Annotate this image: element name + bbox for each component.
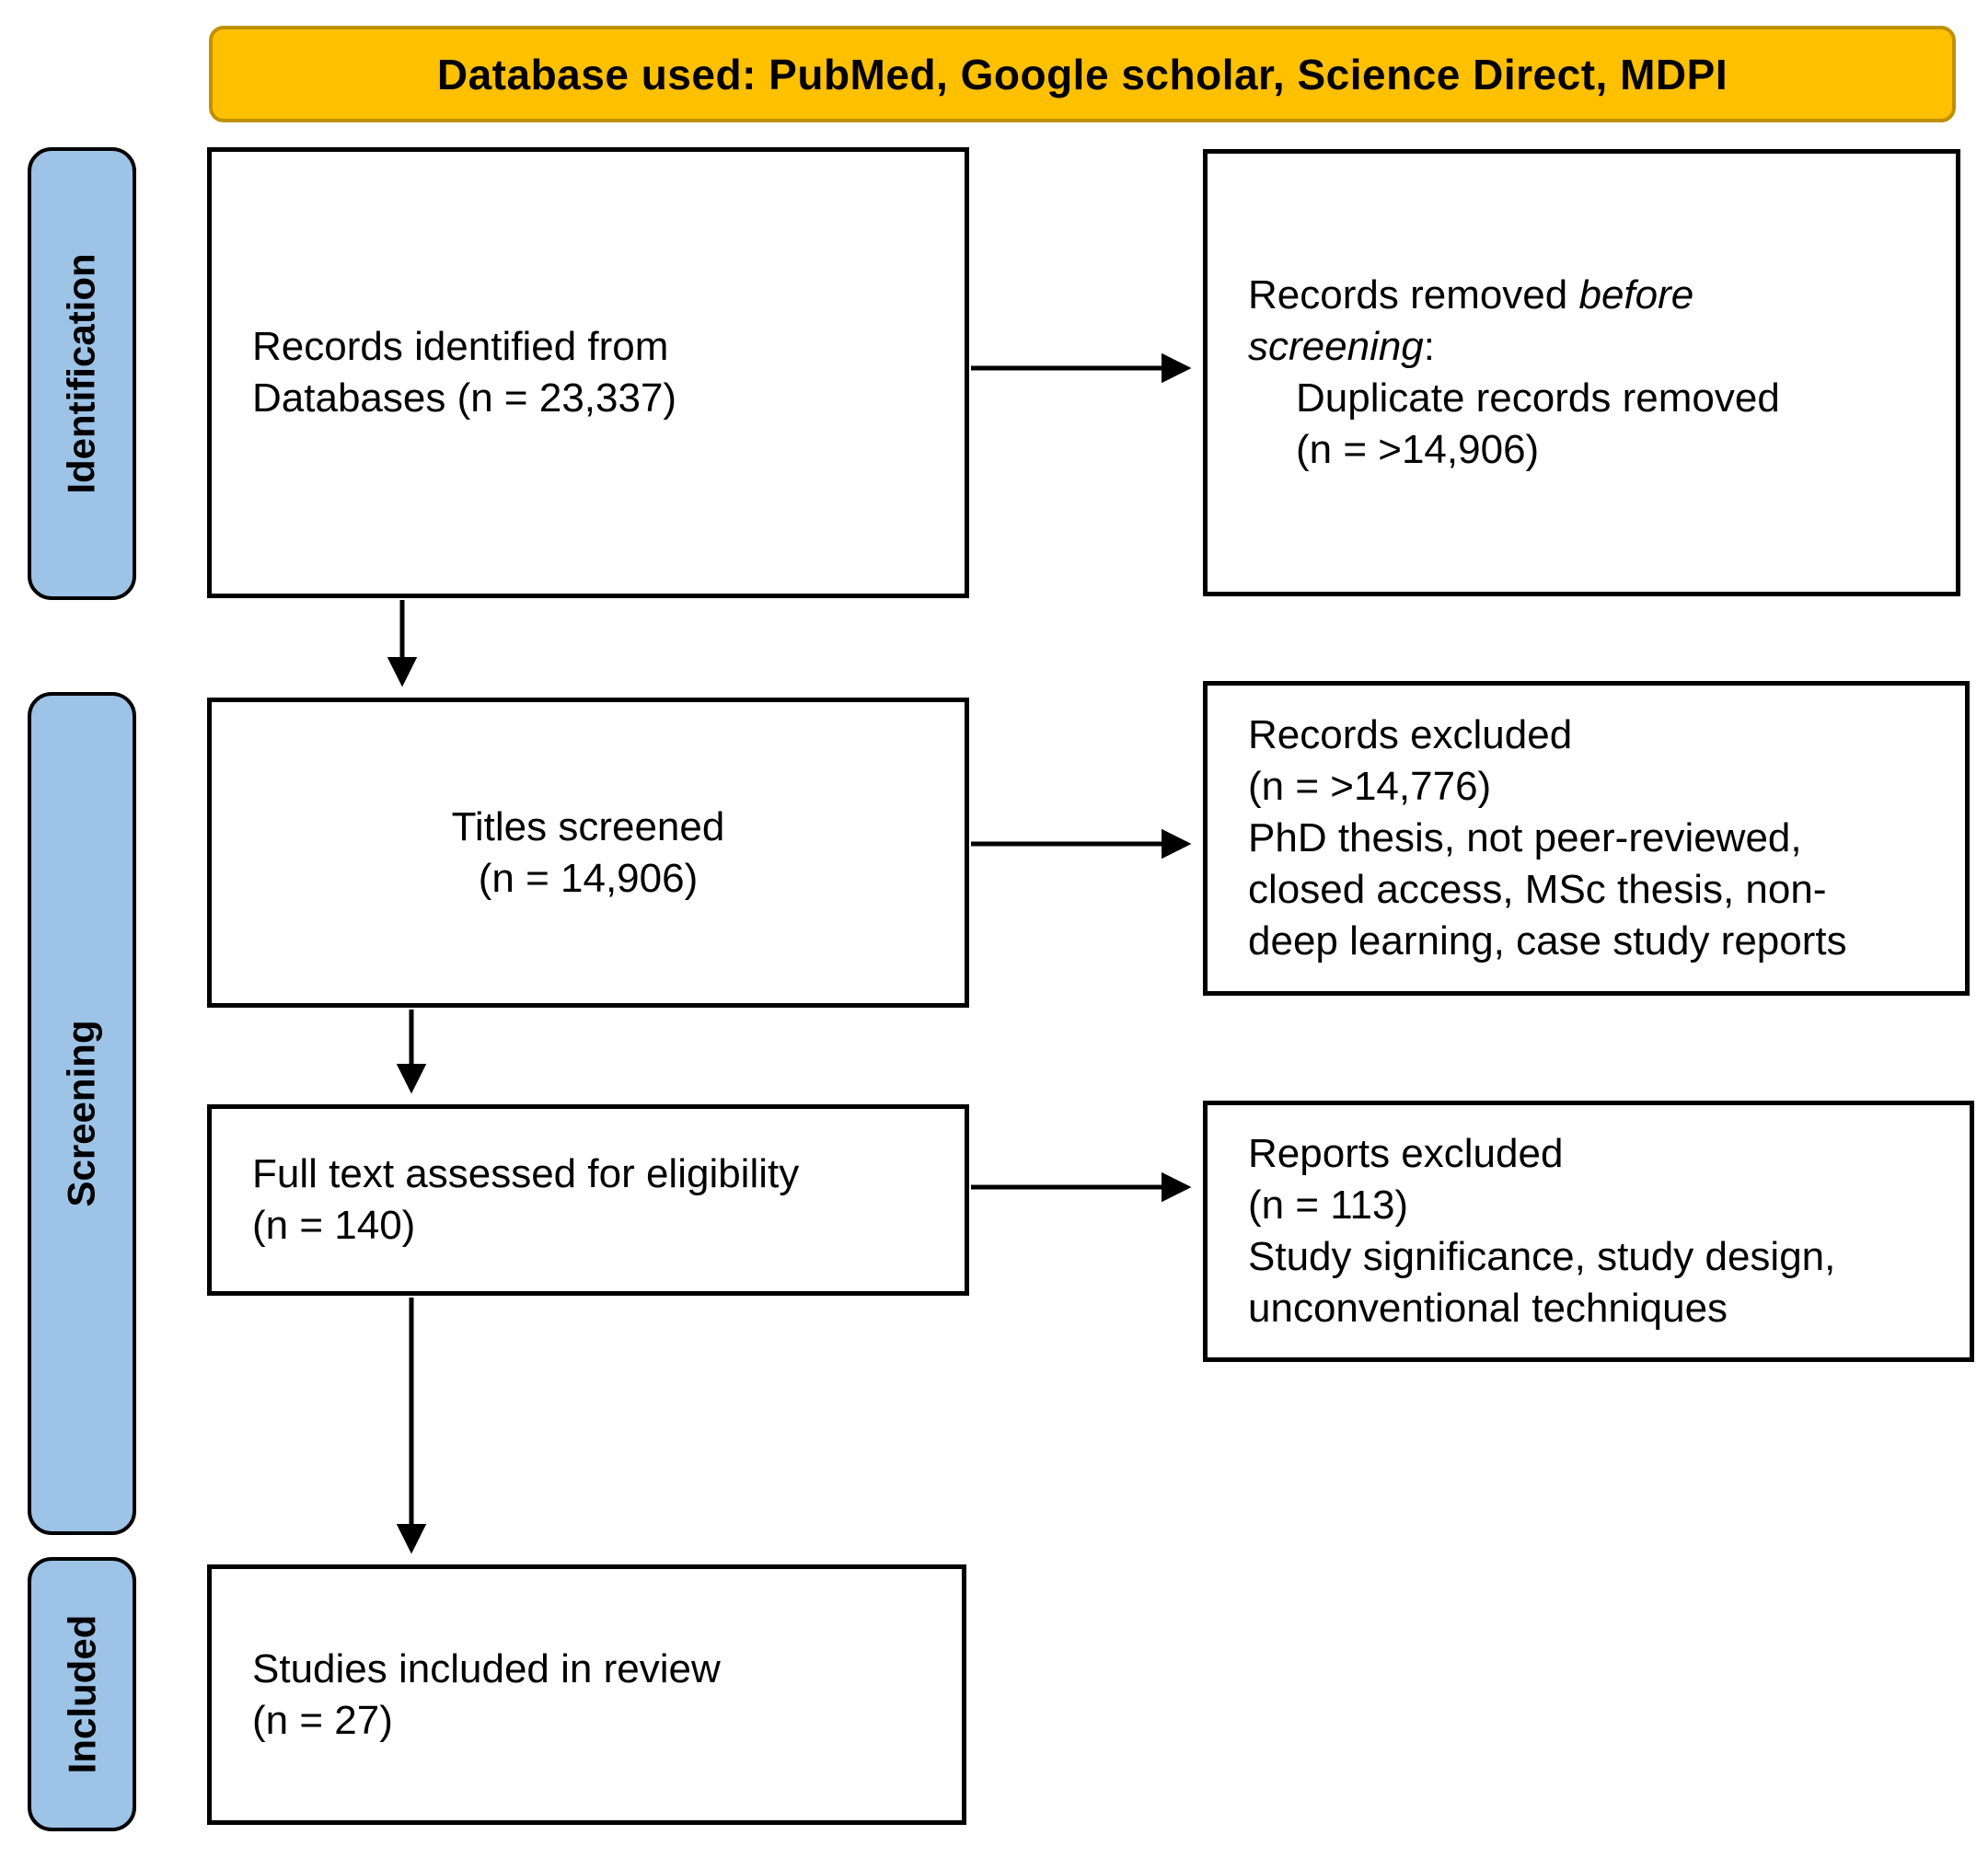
box-records-removed: Records removed before screening: Duplic… bbox=[1203, 149, 1960, 596]
records-removed-line3: Duplicate records removed bbox=[1296, 375, 1780, 421]
records-excluded-line3: PhD thesis, not peer-reviewed, bbox=[1248, 815, 1802, 860]
box-records-identified: Records identified from Databases (n = 2… bbox=[207, 147, 969, 598]
titles-screened-line1: Titles screened bbox=[451, 803, 725, 849]
stage-identification: Identification bbox=[28, 147, 136, 600]
stage-screening-label: Screening bbox=[60, 1020, 104, 1207]
studies-included-line1: Studies included in review bbox=[252, 1645, 721, 1691]
records-excluded-line4: closed access, MSc thesis, non- bbox=[1248, 867, 1827, 912]
records-identified-line1: Records identified from bbox=[252, 324, 669, 369]
reports-excluded-line3: Study significance, study design, bbox=[1248, 1234, 1836, 1279]
records-excluded-line1: Records excluded bbox=[1248, 712, 1573, 757]
box-records-excluded: Records excluded (n = >14,776) PhD thesi… bbox=[1203, 681, 1970, 996]
records-excluded-line5: deep learning, case study reports bbox=[1248, 918, 1847, 964]
records-identified-line2: Databases (n = 23,337) bbox=[252, 375, 677, 421]
stage-screening: Screening bbox=[28, 692, 136, 1535]
records-removed-line2: screening: bbox=[1248, 324, 1436, 369]
stage-included: Included bbox=[28, 1557, 136, 1831]
box-titles-screened: Titles screened (n = 14,906) bbox=[207, 698, 969, 1008]
stage-identification-label: Identification bbox=[60, 253, 103, 494]
full-text-line2: (n = 140) bbox=[252, 1203, 416, 1248]
box-full-text-assessed: Full text assessed for eligibility (n = … bbox=[207, 1104, 969, 1296]
box-studies-included: Studies included in review (n = 27) bbox=[207, 1564, 966, 1825]
records-removed-line4: (n = >14,906) bbox=[1296, 427, 1540, 472]
reports-excluded-line4: unconventional techniques bbox=[1248, 1286, 1728, 1331]
studies-included-line2: (n = 27) bbox=[252, 1697, 393, 1743]
reports-excluded-line2: (n = 113) bbox=[1248, 1183, 1409, 1228]
reports-excluded-line1: Reports excluded bbox=[1248, 1131, 1564, 1176]
database-banner-label: Database used: PubMed, Google scholar, S… bbox=[436, 50, 1728, 98]
box-reports-excluded: Reports excluded (n = 113) Study signifi… bbox=[1203, 1101, 1974, 1362]
full-text-line1: Full text assessed for eligibility bbox=[252, 1151, 800, 1196]
records-removed-line1: Records removed before bbox=[1248, 272, 1694, 317]
titles-screened-line2: (n = 14,906) bbox=[478, 855, 699, 901]
database-banner: Database used: PubMed, Google scholar, S… bbox=[209, 26, 1956, 122]
records-excluded-line2: (n = >14,776) bbox=[1248, 764, 1492, 809]
stage-included-label: Included bbox=[60, 1614, 103, 1774]
